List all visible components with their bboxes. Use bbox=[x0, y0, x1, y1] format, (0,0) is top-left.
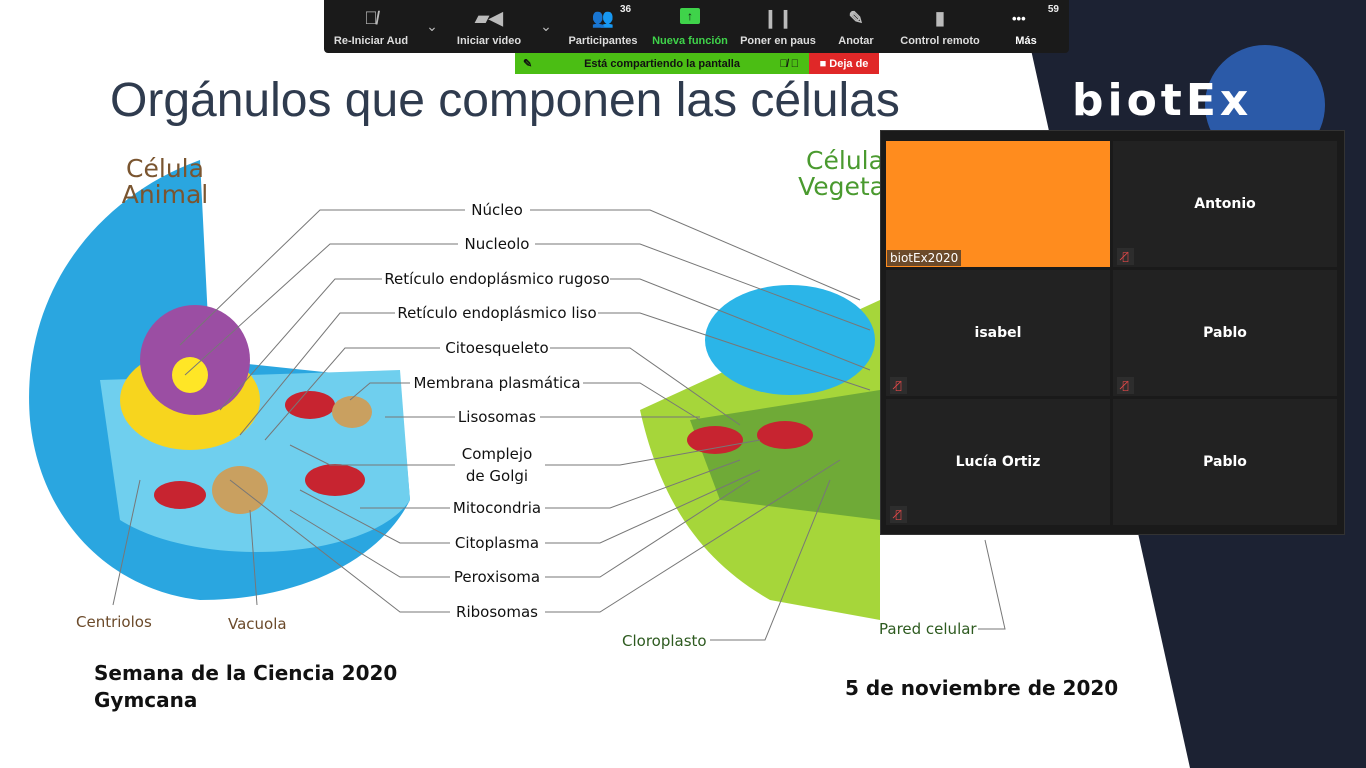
video-tile[interactable]: Pablo 🎙̸ bbox=[1113, 270, 1337, 396]
participant-name: Antonio bbox=[1194, 196, 1256, 212]
new-feature-label: Nueva función bbox=[652, 35, 728, 47]
muted-mic-icon: 🎙̸ bbox=[890, 377, 907, 394]
pause-label: Poner en paus bbox=[740, 35, 816, 47]
muted-mic-icon: 🎙̸ bbox=[1117, 377, 1134, 394]
muted-mic-icon: 🎙̸ bbox=[1117, 248, 1134, 265]
new-feature-button[interactable]: ↑ Nueva función bbox=[646, 0, 734, 53]
remote-label: Control remoto bbox=[900, 35, 980, 47]
pin-icon: ✎ bbox=[523, 58, 533, 70]
video-tile[interactable]: Pablo bbox=[1113, 399, 1337, 525]
biotex-logo: biotEx bbox=[1072, 75, 1253, 126]
audio-label: Re-Iniciar Aud bbox=[333, 35, 409, 47]
more-dots-icon: ••• bbox=[1012, 11, 1026, 26]
participants-count: 36 bbox=[620, 4, 632, 15]
slide-title: Orgánulos que componen las células bbox=[110, 74, 900, 127]
label-mitocondria: Mitocondria bbox=[452, 499, 542, 517]
muted-mic-icon: 🎙̸ bbox=[890, 506, 907, 523]
pause-share-button[interactable]: ❙❙ Poner en paus bbox=[734, 0, 822, 53]
share-arrow-icon: ↑ bbox=[680, 8, 700, 24]
video-tile[interactable]: isabel 🎙̸ bbox=[886, 270, 1110, 396]
participants-icon: 👥 bbox=[591, 8, 615, 28]
video-tile[interactable]: biotEx2020 bbox=[886, 141, 1110, 267]
label-golgi: Complejo de Golgi bbox=[461, 445, 533, 485]
label-nucleo: Núcleo bbox=[471, 201, 523, 219]
mouse-icon: ▮ bbox=[935, 8, 945, 28]
label-pared-celular: Pared celular bbox=[879, 620, 977, 638]
sharing-text: Está compartiendo la pantalla bbox=[584, 57, 740, 70]
pencil-icon: ✎ bbox=[848, 8, 864, 28]
muted-mic-icon: 🎙̸ bbox=[364, 8, 378, 28]
participant-gallery: biotEx2020 Antonio 🎙̸ isabel 🎙̸ Pablo 🎙̸ Lu… bbox=[880, 130, 1345, 535]
label-cloroplasto: Cloroplasto bbox=[622, 632, 707, 650]
label-nucleolo: Nucleolo bbox=[464, 235, 530, 253]
annotate-label: Anotar bbox=[838, 35, 874, 47]
footer-event: Semana de la Ciencia 2020 bbox=[94, 661, 398, 685]
remote-control-button[interactable]: ▮ Control remoto bbox=[890, 0, 990, 53]
vegetal-cell-title: Célula Vegetal bbox=[798, 146, 892, 201]
label-membrana: Membrana plasmática bbox=[413, 374, 581, 392]
shield-icon: 🎙̸ ⛉ bbox=[779, 57, 799, 70]
more-label: Más bbox=[1015, 35, 1037, 47]
label-citoplasma: Citoplasma bbox=[454, 534, 540, 552]
video-label: Iniciar video bbox=[456, 35, 522, 47]
label-rel: Retículo endoplásmico liso bbox=[397, 304, 597, 322]
video-off-icon: ▰◀ bbox=[475, 8, 503, 28]
meeting-toolbar: 🎙̸ Re-Iniciar Aud ⌄ ▰◀ Iniciar video ⌄ 👥 36… bbox=[324, 0, 1069, 53]
stop-share-button[interactable]: ■ Deja de bbox=[809, 53, 879, 74]
more-count: 59 bbox=[1047, 4, 1059, 15]
audio-button[interactable]: 🎙̸ Re-Iniciar Aud bbox=[324, 0, 418, 53]
video-options-chevron-icon[interactable]: ⌄ bbox=[540, 18, 552, 34]
label-ribosomas: Ribosomas bbox=[456, 603, 538, 621]
participant-name: Lucía Ortiz bbox=[955, 454, 1041, 470]
annotate-button[interactable]: ✎ Anotar bbox=[822, 0, 890, 53]
stop-icon: ■ bbox=[819, 57, 830, 70]
pause-icon: ❙❙ bbox=[762, 8, 794, 28]
label-peroxisoma: Peroxisoma bbox=[453, 568, 541, 586]
participant-name: Pablo bbox=[1203, 325, 1247, 341]
label-citoesqueleto: Citoesqueleto bbox=[445, 339, 549, 357]
animal-cell-illustration bbox=[29, 160, 411, 600]
stop-label: Deja de bbox=[829, 57, 869, 70]
participant-name: biotEx2020 bbox=[887, 250, 962, 266]
sharing-banner[interactable]: ✎ Está compartiendo la pantalla 🎙̸ ⛉ bbox=[515, 53, 809, 74]
video-tile[interactable]: Antonio 🎙̸ bbox=[1113, 141, 1337, 267]
video-button[interactable]: ▰◀ Iniciar video bbox=[446, 0, 532, 53]
participants-label: Participantes bbox=[568, 35, 638, 47]
label-lisosomas: Lisosomas bbox=[457, 408, 537, 426]
label-centriolos: Centriolos bbox=[76, 613, 152, 631]
video-tile[interactable]: Lucía Ortiz 🎙̸ bbox=[886, 399, 1110, 525]
plant-cell-illustration bbox=[640, 285, 880, 620]
participant-name: isabel bbox=[974, 325, 1022, 341]
participant-name: Pablo bbox=[1203, 454, 1247, 470]
footer-date: 5 de noviembre de 2020 bbox=[845, 676, 1119, 700]
label-vacuola: Vacuola bbox=[228, 615, 287, 633]
label-rer: Retículo endoplásmico rugoso bbox=[384, 270, 610, 288]
audio-options-chevron-icon[interactable]: ⌄ bbox=[426, 18, 438, 34]
footer-gymcana: Gymcana bbox=[94, 688, 198, 712]
animal-cell-title: Célula Animal bbox=[121, 154, 209, 209]
